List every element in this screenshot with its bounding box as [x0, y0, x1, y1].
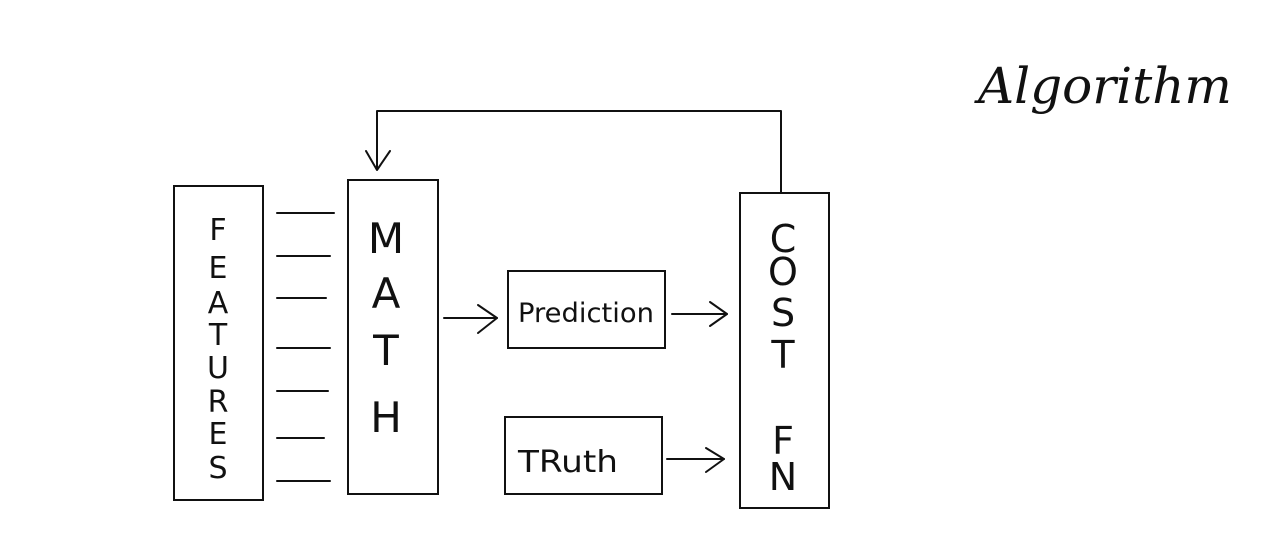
math-letter: T: [372, 326, 399, 375]
cost_fn-letter: N: [769, 455, 797, 499]
features-letter: U: [207, 351, 229, 386]
truth-node: TRuth: [504, 416, 663, 495]
features-letter: T: [208, 318, 228, 353]
feature-connectors: [276, 212, 335, 482]
cost_fn-letter: T: [770, 333, 795, 377]
prediction-box: [507, 270, 666, 349]
math-letter: H: [370, 393, 402, 442]
features-box: [173, 185, 264, 501]
cost_fn-letter: S: [771, 291, 795, 335]
diagram-title: Algorithm: [974, 57, 1232, 115]
prediction-to-cost-arrow: [671, 301, 728, 327]
features-letter: E: [209, 251, 228, 286]
math-to-prediction-arrow: [443, 304, 498, 334]
features-letter: R: [208, 385, 229, 420]
math-box: [347, 179, 439, 495]
cost_fn-letter: C: [770, 217, 797, 261]
features-letter: E: [209, 417, 228, 452]
math-letter: M: [368, 214, 404, 263]
cost_fn-letter: F: [772, 419, 794, 463]
feedback-arrow: [365, 110, 782, 194]
truth-to-cost-arrow: [666, 447, 725, 473]
cost_fn-letter: O: [768, 250, 798, 294]
prediction-node: Prediction: [507, 270, 666, 349]
cost-fn-box: [739, 192, 830, 509]
features-letter: A: [208, 286, 229, 321]
features-letter: S: [208, 451, 227, 486]
truth-box: [504, 416, 663, 495]
features-letter: F: [209, 213, 226, 248]
prediction-label: Prediction: [518, 298, 654, 329]
truth-label: TRuth: [517, 445, 618, 480]
math-letter: A: [372, 269, 401, 318]
